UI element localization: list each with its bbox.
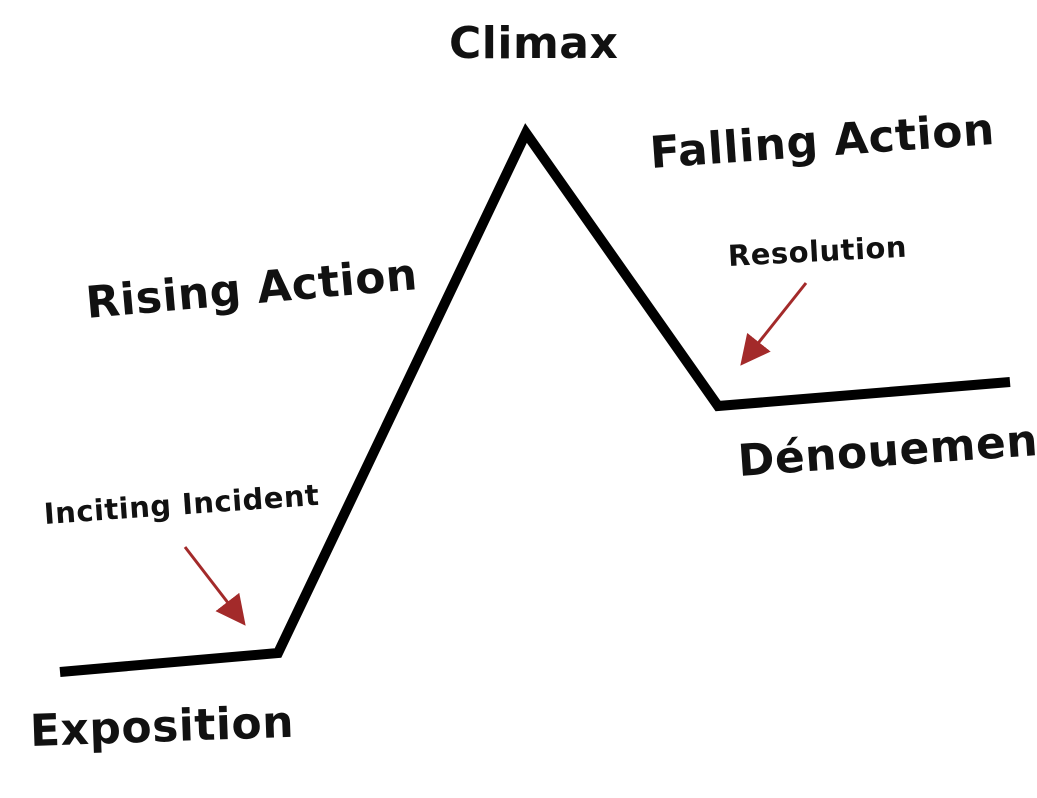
- plot-line: [59, 123, 1011, 677]
- exposition-label: Exposition: [29, 696, 295, 757]
- climax-label: Climax: [449, 18, 619, 69]
- inciting-incident-arrow: [183, 546, 246, 626]
- resolution-arrow: [740, 282, 808, 366]
